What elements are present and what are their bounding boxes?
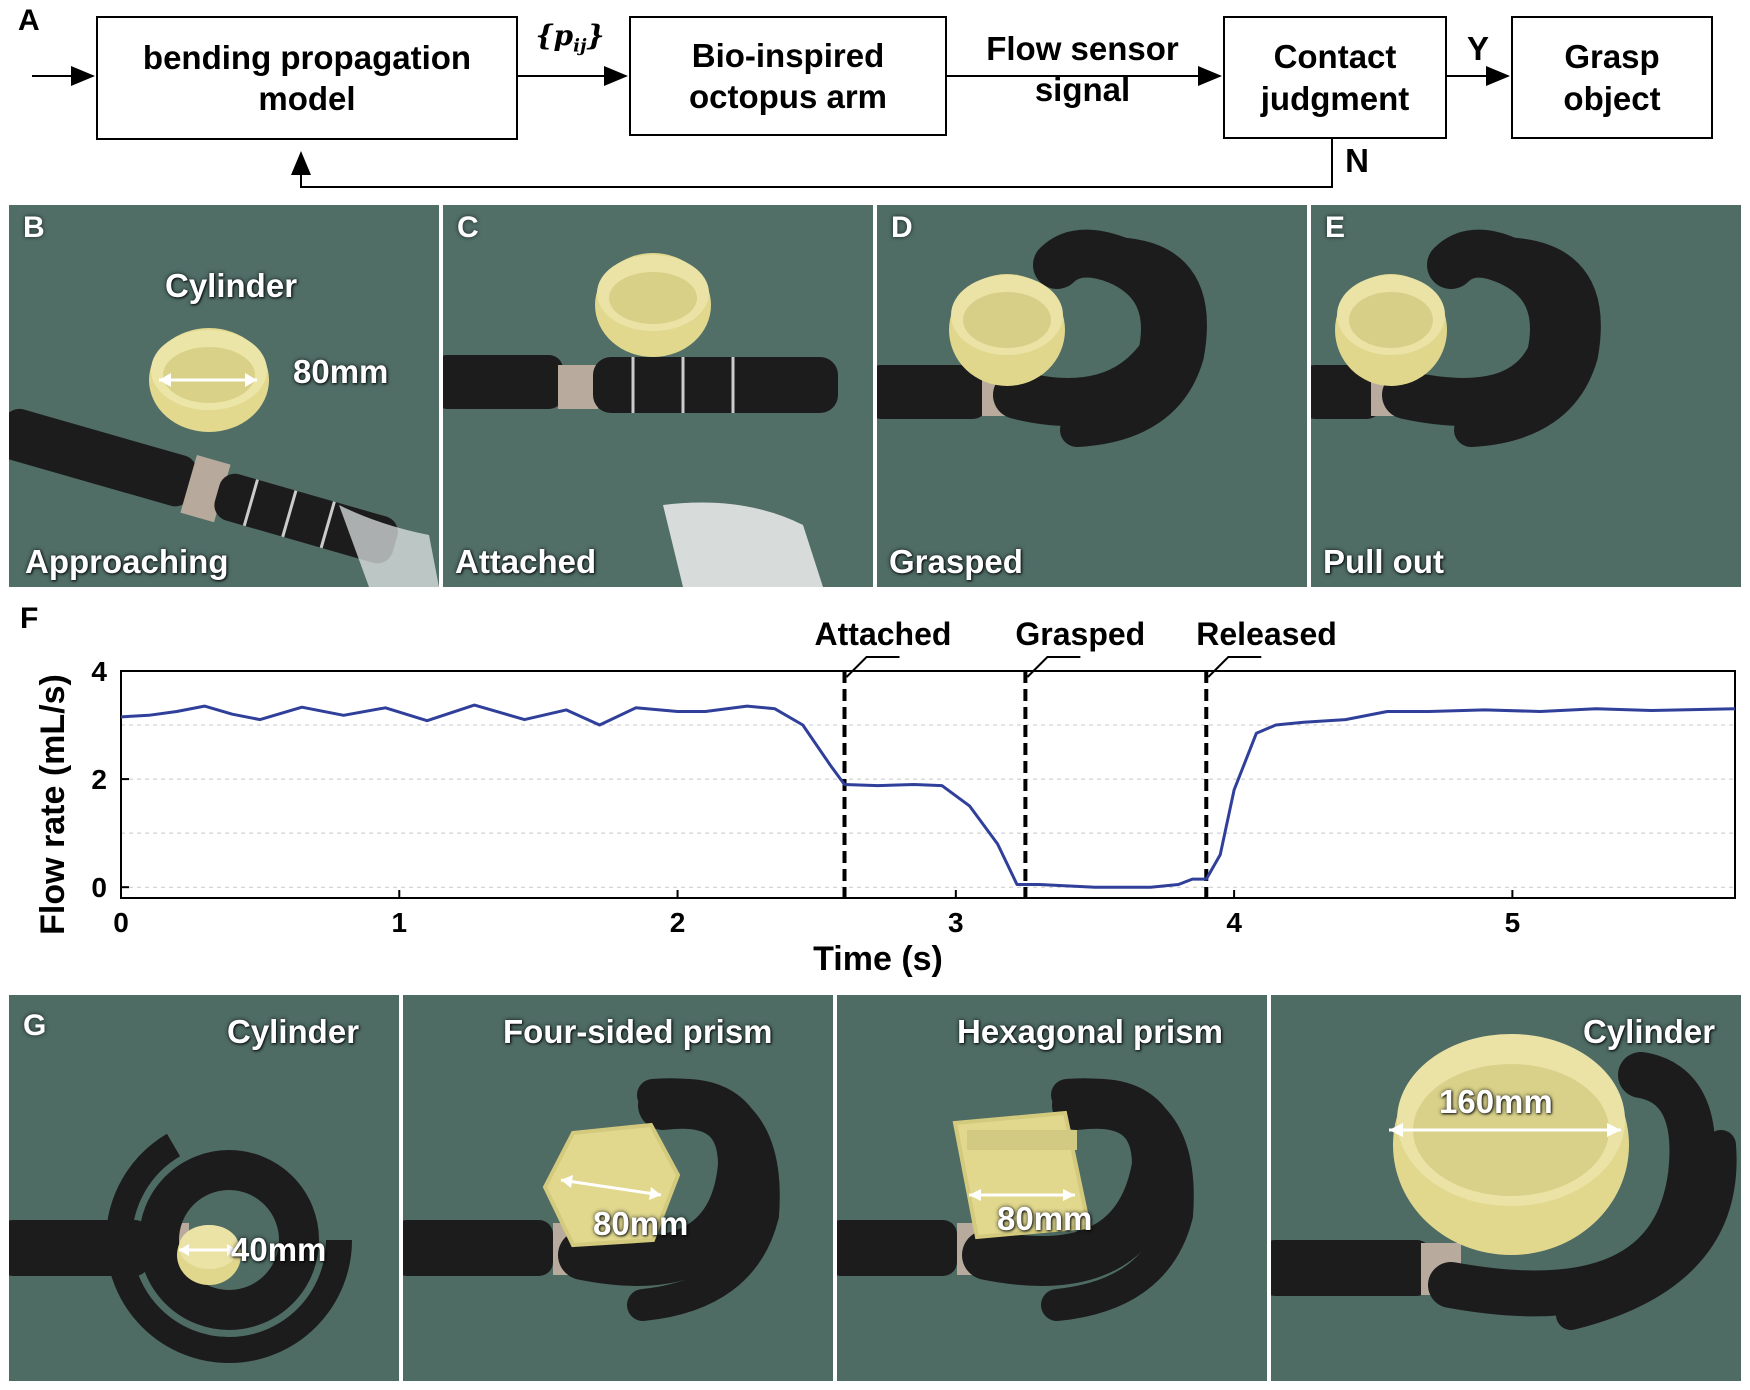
label-pij: {pij} [535,19,605,57]
caption-b: Approaching [25,543,229,580]
x-tick-label: 1 [391,907,407,938]
label-flow-sensor-signal: Flow sensor signal [986,30,1179,109]
photo-b-scene [9,205,439,587]
caption-d: Grasped [889,543,1023,580]
x-tick-label: 0 [113,907,129,938]
photo-panel-g1: G Cylinder 40mm [9,995,399,1381]
dimension-label-b: 80mm [293,353,389,390]
dimension-label-g4: 160mm [1439,1083,1553,1120]
photo-panel-g4: Cylinder 160mm [1271,995,1741,1381]
box-grasp-object: Grasp object [1511,16,1713,139]
photo-d-scene [877,205,1307,587]
photo-panel-e: E Pull out [1311,205,1741,587]
object-label-g4: Cylinder [1583,1013,1716,1050]
photo-g2-scene [403,995,833,1381]
x-tick-label: 3 [948,907,964,938]
y-tick-label: 2 [91,764,107,795]
caption-c: Attached [455,543,597,580]
panel-letter-a: A [18,4,40,37]
event-pointer [1026,656,1081,678]
x-axis-label: Time (s) [813,940,943,978]
box-octopus-arm: Bio-inspired octopus arm [629,16,947,136]
x-tick-label: 2 [670,907,686,938]
x-tick-label: 4 [1226,907,1242,938]
photo-g4-scene [1271,995,1741,1381]
feedback-arrow [291,137,1333,188]
photo-e-scene [1311,205,1741,587]
y-axis-label: Flow rate (mL/s) [34,674,72,935]
panel-letter-g: G [23,1009,47,1042]
event-label: Grasped [1015,616,1145,652]
flowchart-arrows [32,66,1510,188]
y-tick-label: 4 [91,656,107,687]
event-pointer [845,656,900,678]
label-yes: Y [1466,30,1489,67]
panel-letter-d: D [891,211,913,244]
photo-g3-scene [837,995,1267,1381]
event-pointer [1207,656,1262,678]
event-label: Released [1196,616,1337,652]
object-label-g1: Cylinder [227,1013,360,1050]
dimension-arrow-g2 [560,1178,662,1197]
caption-e: Pull out [1323,543,1444,580]
photo-panel-c: C Attached [443,205,873,587]
object-label-g2: Four-sided prism [503,1013,773,1050]
box-bending-model: bending propagation model [96,16,518,140]
photo-panel-g3: Hexagonal prism 80mm [837,995,1267,1381]
box-contact-judgment: Contact judgment [1223,16,1447,139]
x-tick-label: 5 [1505,907,1521,938]
dimension-label-g3: 80mm [997,1200,1093,1237]
photo-c-scene [443,205,873,587]
photo-panel-d: D Grasped [877,205,1307,587]
event-label: Attached [815,616,952,652]
label-no: N [1345,142,1369,179]
flow-rate-line [120,703,1736,889]
dimension-label-g2: 80mm [593,1205,689,1242]
photo-panel-b: B Cylinder 80mm Approaching [9,205,439,587]
y-tick-label: 0 [91,872,107,903]
panel-letter-e: E [1325,211,1346,244]
panel-letter-f: F [20,602,39,635]
object-label-g3: Hexagonal prism [957,1013,1223,1050]
panel-letter-b: B [23,211,45,244]
photo-panel-g2: Four-sided prism 80mm [403,995,833,1381]
dimension-label-g1: 40mm [231,1231,327,1268]
plot-frame [120,670,1736,899]
photo-g1-scene [9,995,399,1381]
panel-letter-c: C [457,211,479,244]
object-label-b: Cylinder [165,267,298,304]
